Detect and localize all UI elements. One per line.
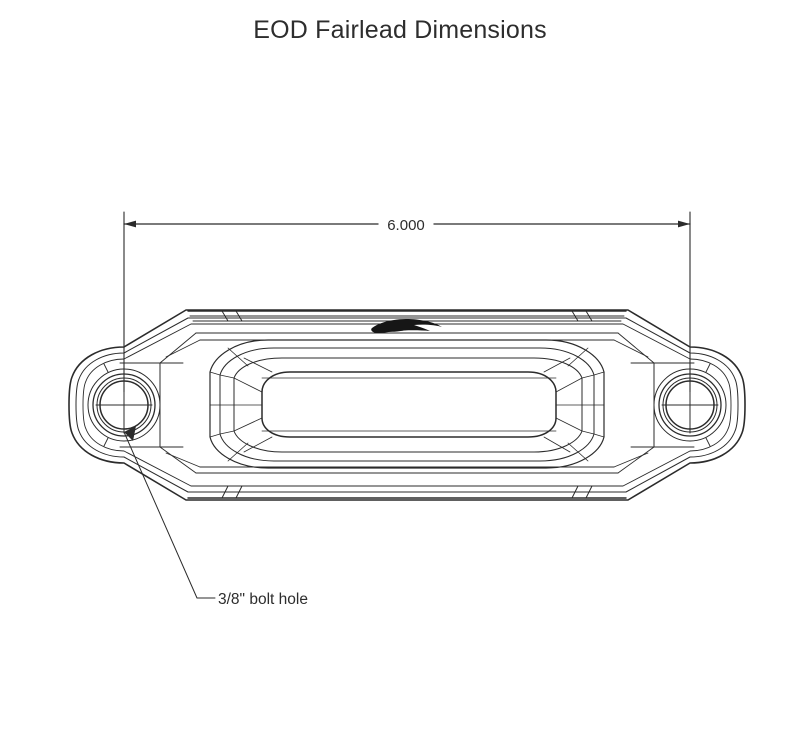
bottom-notch-left: [221, 485, 243, 499]
aperture-chamfer-mid: [219, 347, 595, 462]
body-outer-silhouette: [68, 309, 746, 501]
left-lobe-draft-upper-2: [165, 339, 201, 358]
fairlead-body: [68, 309, 746, 501]
left-lobe-tick-bottom: [103, 437, 109, 447]
body-outer-offset-1: [75, 317, 739, 493]
right-lobe-draft-upper: [617, 332, 655, 364]
aperture-fan-right: [543, 347, 605, 462]
aperture-chamfer-inner: [233, 357, 583, 453]
right-lobe: [613, 332, 711, 474]
bottom-notch-right: [571, 485, 593, 499]
top-notch-left: [221, 310, 243, 322]
left-bolt-hole: [87, 368, 161, 442]
left-bolt-hole-ring-3: [92, 373, 156, 437]
bolt-hole-leader: [123, 426, 216, 599]
right-lobe-draft-lower: [617, 446, 655, 474]
bolt-hole-note-label: 3/8" bolt hole: [218, 591, 308, 608]
left-lobe-draft-lower-2: [165, 452, 201, 468]
right-lobe-draft-lower-2: [613, 452, 649, 468]
page-title: EOD Fairlead Dimensions: [253, 16, 547, 44]
left-lobe-tick-top: [103, 363, 109, 373]
right-lobe-tick-bottom: [705, 437, 711, 447]
right-bolt-hole-ring-4: [653, 368, 727, 442]
right-bolt-hole-center-mark: [661, 376, 719, 434]
right-bolt-hole-ring-3: [658, 373, 722, 437]
left-lobe: [103, 332, 201, 474]
top-notch-right: [571, 310, 593, 322]
left-lobe-draft-upper: [159, 332, 197, 364]
overall-width-dimension: [123, 211, 691, 393]
aperture-fan-left: [209, 347, 273, 462]
leader-line: [123, 431, 216, 599]
left-lobe-draft-lower: [159, 446, 197, 474]
right-lobe-tick-top: [705, 363, 711, 373]
aperture-opening: [261, 371, 557, 438]
overall-width-dimension-label: 6.000: [387, 217, 425, 234]
left-bolt-hole-center-mark: [95, 376, 153, 434]
right-bolt-hole: [653, 368, 727, 442]
right-lobe-draft-upper-2: [613, 339, 649, 358]
body-outer-offset-2: [82, 323, 732, 487]
leader-arrowhead: [124, 426, 136, 441]
aperture-chamfer-outer: [209, 339, 605, 469]
left-bolt-hole-ring-4: [87, 368, 161, 442]
center-logo-emblem: [371, 319, 442, 333]
